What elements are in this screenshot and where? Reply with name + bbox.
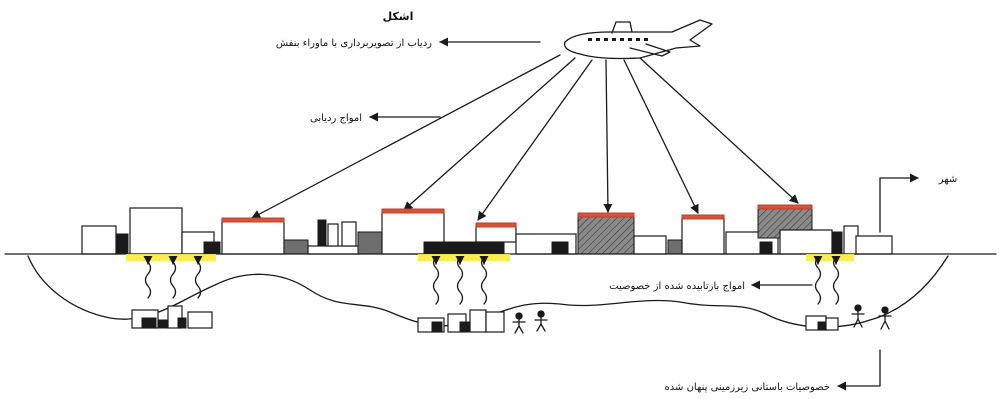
highlighted-roof	[757, 204, 813, 210]
buried-structures	[131, 305, 839, 333]
aircraft-label: ردیاب از تصویربرداری با ماوراء بنفش	[276, 38, 432, 49]
buried-features-pointer	[837, 349, 881, 391]
reflected-waves-label: امواج بازتابیده شده از خصوصیت	[609, 281, 745, 292]
person-icon	[878, 306, 892, 330]
highlighted-roof	[475, 222, 517, 228]
detected-signal-bands	[126, 254, 854, 261]
buried-features-label: خصوصیات باستانی زیرزمینی پنهان شده	[665, 382, 830, 393]
highlighted-roof	[221, 217, 285, 223]
figure-title: اشکل	[383, 10, 414, 23]
person-icon	[534, 310, 548, 332]
incoming-waves-label: امواج ردیابی	[310, 113, 362, 124]
person-icon	[512, 312, 526, 334]
signal-arrow	[477, 59, 593, 221]
highlighted-roof	[381, 208, 445, 214]
city-label: شهر	[938, 174, 958, 185]
highlighted-roof	[681, 214, 725, 220]
signal-arrows	[251, 54, 799, 221]
signal-arrow	[251, 54, 561, 219]
person-icon-group	[512, 304, 892, 334]
signal-arrow	[639, 57, 799, 204]
airplane-icon	[563, 19, 713, 60]
signal-arrow	[603, 59, 613, 213]
person-icon	[851, 304, 865, 328]
highlighted-roof	[577, 212, 635, 218]
city-pointer	[879, 173, 919, 233]
signal-arrow	[623, 59, 699, 214]
city-buildings	[81, 204, 893, 255]
emission-arrows	[143, 255, 841, 305]
signal-arrow	[403, 57, 576, 211]
